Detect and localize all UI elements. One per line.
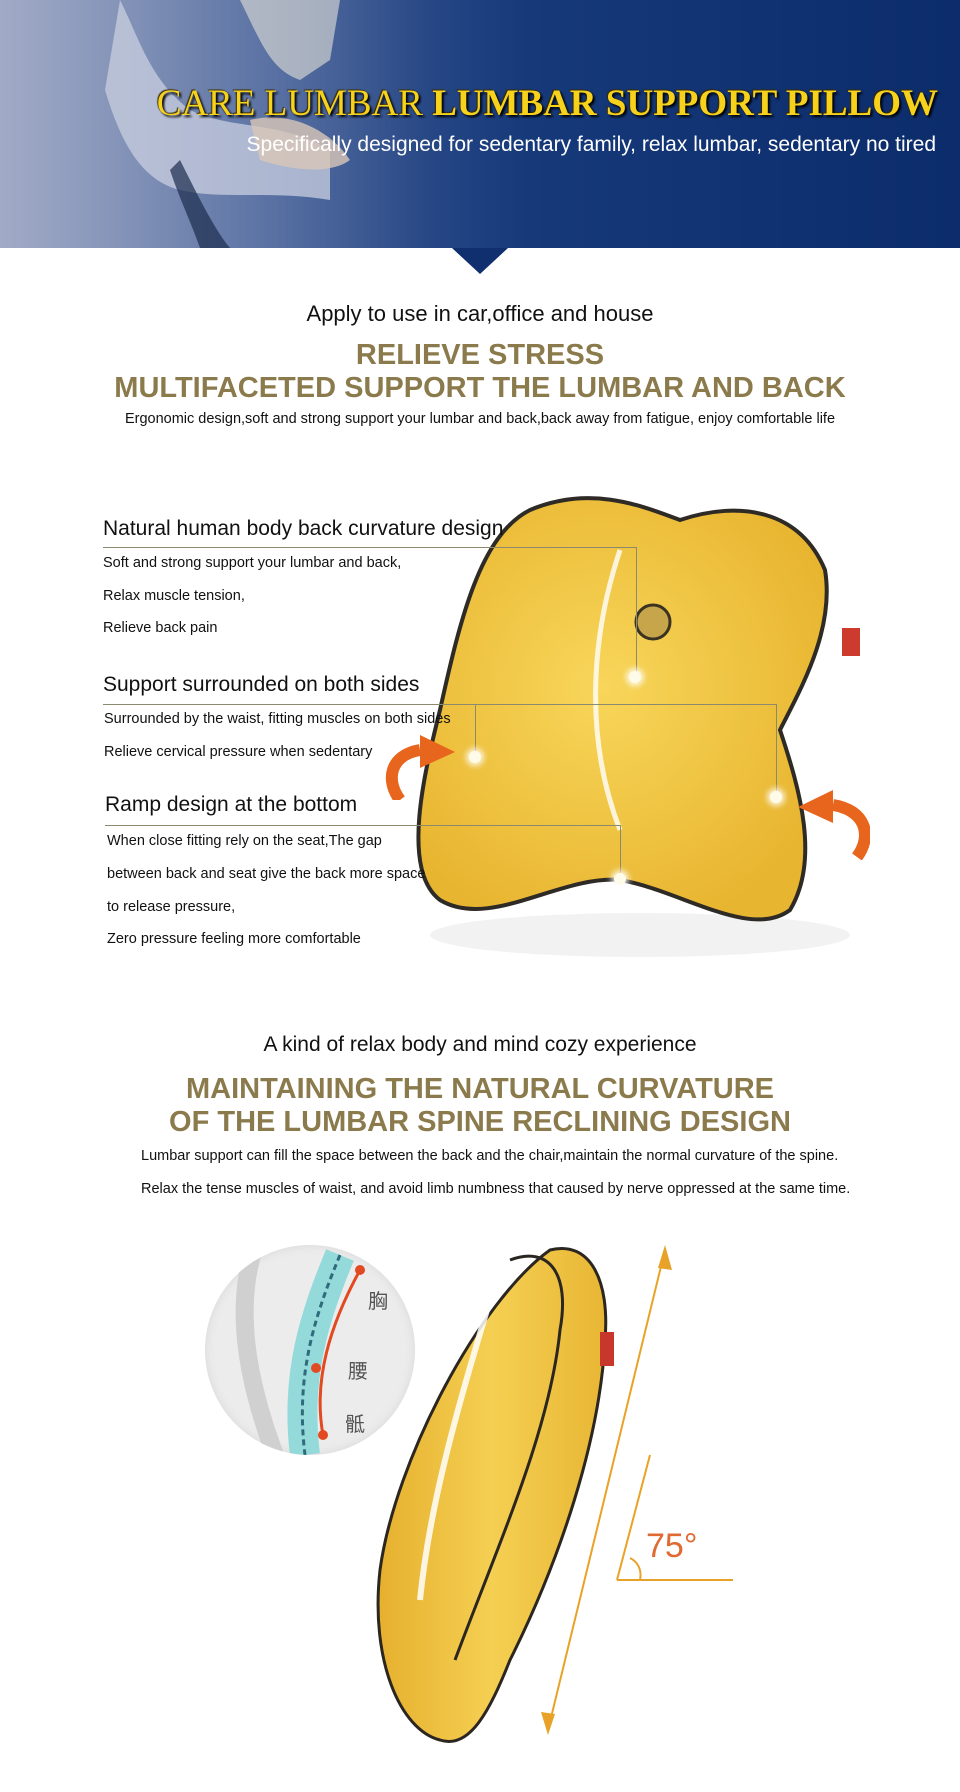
banner-title-bold: LUMBAR SUPPORT PILLOW [432,83,938,124]
banner-notch-arrow [452,248,508,274]
callout-line-1 [103,547,636,548]
feature2-title: Support surrounded on both sides [103,673,420,696]
feature1-title: Natural human body back curvature design [103,517,504,540]
right-arrow-icon [798,790,870,860]
angle-label: 75° [646,1527,698,1565]
banner-title-light: CARE LUMBAR [156,83,423,124]
feature3-line4: Zero pressure feeling more comfortable [107,931,361,947]
callout-dot-1 [629,671,641,683]
callout-vline-1 [636,547,637,677]
callout-dot-2a [469,751,481,763]
feature2-line1: Surrounded by the waist, fitting muscles… [104,711,451,727]
feature2-line2: Relieve cervical pressure when sedentary [104,744,373,760]
callout-dot-2b [770,791,782,803]
feature3-line3: to release pressure, [107,899,236,915]
pillow-side-tag [600,1332,614,1366]
section2-intro: A kind of relax body and mind cozy exper… [263,1033,697,1056]
spine-label-thoracic: 胸 [368,1291,388,1313]
callout-line-2 [103,704,776,705]
pillow-side-image [376,1247,614,1743]
callout-vline-2b [776,704,777,794]
feature1-line1: Soft and strong support your lumbar and … [103,555,402,571]
spine-label-lumbar: 腰 [348,1361,368,1383]
section1-intro: Apply to use in car,office and house [306,301,654,326]
section2-paragraph2: Relax the tense muscles of waist, and av… [141,1181,851,1197]
callout-vline-3 [620,825,621,875]
left-arrow-icon [385,735,455,800]
callout-line-3 [105,825,620,826]
spine-label-sacral: 骶 [345,1414,365,1436]
angle-indicator [541,1245,733,1735]
section2-heading-line1: MAINTAINING THE NATURAL CURVATURE [185,1073,775,1105]
section1-description: Ergonomic design,soft and strong support… [124,411,836,427]
spine-illustration [235,1245,365,1455]
pillow-logo-badge [634,603,672,641]
section2-paragraph1: Lumbar support can fill the space betwee… [141,1148,839,1164]
section1-heading-line2: MULTIFACETED SUPPORT THE LUMBAR AND BACK [114,372,846,404]
callout-vline-2a [475,704,476,754]
feature1-line3: Relieve back pain [103,620,218,636]
feature3-title: Ramp design at the bottom [105,793,358,816]
banner-person-image [0,0,430,248]
callout-dot-3 [614,873,626,885]
feature3-line1: When close fitting rely on the seat,The … [107,833,382,849]
feature1-line2: Relax muscle tension, [103,588,245,604]
pillow-tag [842,628,860,656]
feature3-line2: between back and seat give the back more… [107,866,426,882]
banner-title: CARE LUMBAR LUMBAR SUPPORT PILLOW [157,82,938,125]
hero-banner: CARE LUMBAR LUMBAR SUPPORT PILLOW Specif… [0,0,960,248]
section1-heading-line1: RELIEVE STRESS [355,339,605,371]
spine-diagram: 胸 腰 骶 [205,1245,415,1455]
section2-heading-line2: OF THE LUMBAR SPINE RECLINING DESIGN [169,1106,791,1138]
banner-subtitle: Specifically designed for sedentary fami… [246,133,936,156]
